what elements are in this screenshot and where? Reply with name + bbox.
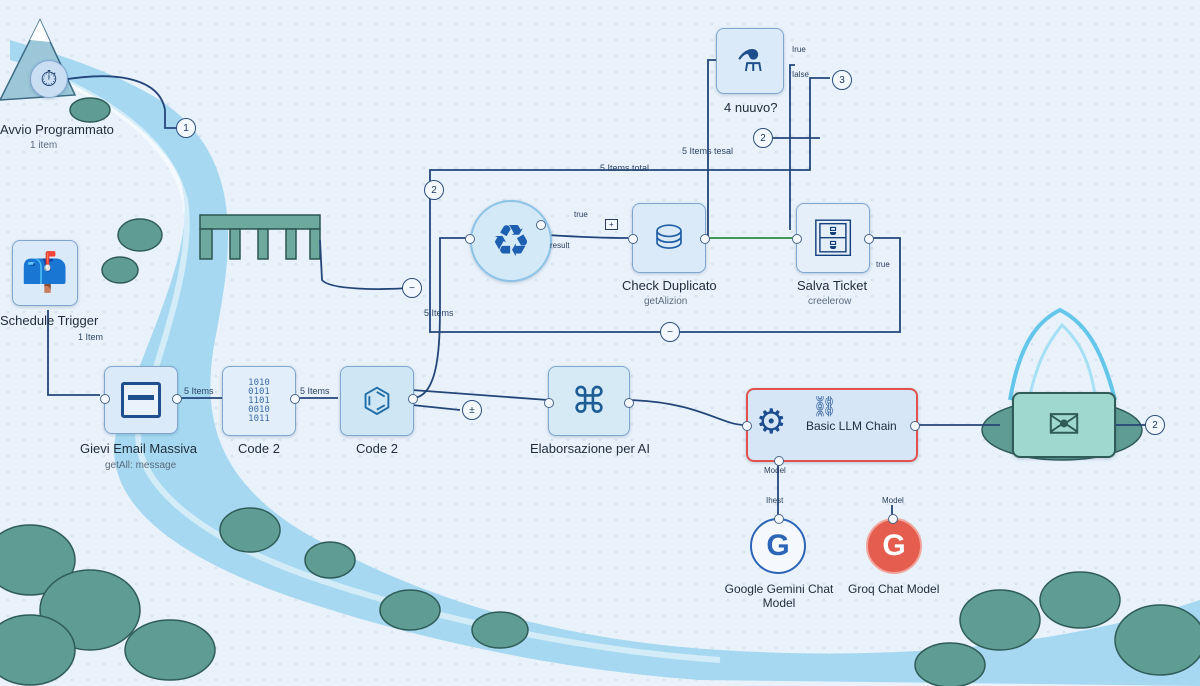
plus-tag[interactable]: + — [605, 219, 618, 230]
step-badge-1[interactable]: 1 — [176, 118, 196, 138]
gemini-label-line: Google Gemini Chat Model — [724, 582, 834, 610]
port[interactable] — [465, 234, 475, 244]
schedule-trigger-node[interactable]: 📫 — [12, 240, 78, 306]
schedule-trigger-label: Schedule Trigger — [0, 313, 99, 328]
loop-items-node[interactable]: ♻ — [470, 200, 552, 282]
if-true-tag: Irue — [792, 45, 806, 54]
river-decoration — [10, 40, 1200, 686]
google-g-icon: G — [766, 529, 790, 562]
port[interactable] — [774, 456, 784, 466]
bottles-icon: ⚗ — [736, 44, 764, 78]
stopwatch-icon: ⏱ — [40, 66, 58, 91]
check-duplicato-label: Check Duplicato — [622, 278, 717, 293]
port[interactable] — [408, 394, 418, 404]
basic-llm-chain-node[interactable]: ⚙ ⛓ Basic LLM Chain — [746, 388, 918, 462]
step-badge-2[interactable]: 2 — [1145, 415, 1165, 435]
step-badge-5[interactable]: 2 — [424, 180, 444, 200]
groq-model-node[interactable]: G — [866, 518, 922, 574]
circuit-icon: ⌬ — [362, 382, 392, 420]
if-false-tag: Ialse — [792, 70, 809, 79]
minus-badge-2[interactable]: − — [660, 322, 680, 342]
check-duplicato-node[interactable]: ⛁ — [632, 203, 706, 273]
database-icon: 🗄 — [810, 217, 856, 258]
email-list-icon — [121, 382, 161, 418]
check-duplicato-sub: getAlizion — [644, 296, 688, 307]
recycle-result-tag: result — [550, 241, 570, 250]
if-nuovo-node[interactable]: ⚗ — [716, 28, 784, 94]
groq-g-icon: G — [882, 529, 906, 562]
basic-llm-chain-label: Basic LLM Chain — [806, 419, 897, 433]
port[interactable] — [290, 394, 300, 404]
envelope-icon: ✉ — [1047, 403, 1081, 447]
if-nuovo-label: 4 nuuvo? — [724, 100, 778, 115]
edge-count-2: 5 Items — [300, 386, 330, 396]
gievi-email-massiva-node[interactable] — [104, 366, 178, 434]
code-node-2-label: Code 2 — [356, 441, 398, 456]
edge-count-tesal: 5 Items tesal — [682, 146, 734, 156]
avvio-programmato-label: Avvio Programmato — [0, 122, 114, 137]
salva-ticket-sub: creelerow — [808, 296, 852, 307]
groq-tag: Model — [882, 496, 904, 505]
groq-label: Groq Chat Model — [848, 582, 940, 596]
recycle-icon: ♻ — [491, 216, 531, 266]
salva-ticket-label: Salva Ticket — [797, 278, 868, 293]
edge-count-1: 5 Items — [184, 386, 214, 396]
port[interactable] — [100, 394, 110, 404]
aqueduct-decoration — [199, 214, 321, 260]
code-node-2[interactable]: ⌬ — [340, 366, 414, 436]
port[interactable] — [774, 514, 784, 524]
edge-count-total: 5 Items total — [600, 163, 650, 173]
llm-model-tag: Model — [764, 466, 786, 475]
gear-icon: ⚙ — [756, 403, 787, 441]
ai-circuit-icon: ⌘ — [571, 380, 607, 421]
code-node-1-label: Code 2 — [238, 441, 280, 456]
avvio-programmato-count: 1 item — [30, 140, 58, 151]
send-email-node[interactable]: ✉ — [1012, 392, 1116, 458]
port[interactable] — [700, 234, 710, 244]
elaborazione-ai-label: Elaborsazione per AI — [530, 441, 650, 456]
step-badge-3[interactable]: 3 — [832, 70, 852, 90]
plusminus-badge[interactable]: ± — [462, 400, 482, 420]
port[interactable] — [536, 220, 546, 230]
recycle-true-tag: true — [574, 210, 588, 219]
port[interactable] — [544, 398, 554, 408]
filter-icon: ⛁ — [654, 219, 684, 257]
gievi-email-massiva-sub: getAll: message — [105, 460, 177, 471]
chain-icon: ⛓ — [812, 396, 838, 418]
port[interactable] — [792, 234, 802, 244]
port[interactable] — [172, 394, 182, 404]
gievi-email-massiva-label: Gievi Email Massiva — [80, 441, 198, 456]
port[interactable] — [910, 421, 920, 431]
port[interactable] — [888, 514, 898, 524]
gemini-tag: Ihest — [766, 496, 784, 505]
minus-badge-1[interactable]: − — [402, 278, 422, 298]
avvio-programmato-node[interactable]: ⏱ — [30, 60, 68, 98]
port[interactable] — [742, 421, 752, 431]
salva-true-tag: true — [876, 260, 890, 269]
salva-ticket-node[interactable]: 🗄 — [796, 203, 870, 273]
elaborazione-ai-node[interactable]: ⌘ — [548, 366, 630, 436]
port[interactable] — [864, 234, 874, 244]
port[interactable] — [628, 234, 638, 244]
port[interactable] — [624, 398, 634, 408]
schedule-trigger-count: 1 Item — [78, 332, 104, 342]
loop-count: 5 Items — [424, 308, 454, 318]
mailbox-icon: 📫 — [21, 252, 69, 294]
rocks-decoration — [0, 97, 1200, 686]
step-badge-4[interactable]: 2 — [753, 128, 773, 148]
gemini-model-node[interactable]: G — [750, 518, 806, 574]
